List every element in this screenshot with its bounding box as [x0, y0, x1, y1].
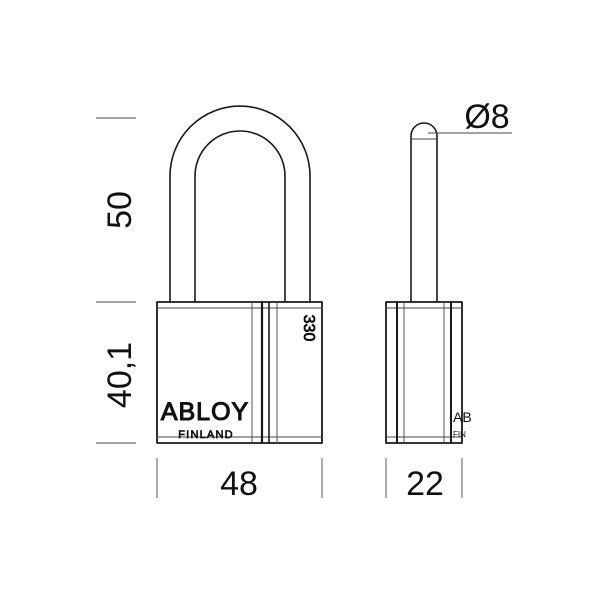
- dimension-body-height: 40,1: [101, 342, 139, 408]
- dimension-shackle-height: 50: [101, 191, 139, 229]
- dimension-body-width: 48: [220, 465, 258, 503]
- front-shackle-inner: [194, 130, 286, 303]
- side-origin-fragment: FIN: [453, 430, 466, 439]
- front-view: ABLOY FINLAND 330: [156, 105, 323, 445]
- brand-origin: FINLAND: [178, 429, 233, 441]
- dimension-body-depth: 22: [406, 465, 444, 503]
- side-shackle: [410, 122, 438, 303]
- dimension-shackle-diameter: Ø8: [464, 98, 509, 136]
- brand-logo: ABLOY: [161, 398, 249, 426]
- side-view: AB FIN: [385, 122, 472, 444]
- front-body: [156, 301, 323, 444]
- side-brand-fragment: AB: [453, 409, 472, 425]
- dimensions: 50 40,1 48 22 Ø8: [96, 98, 512, 503]
- front-shackle: [169, 105, 311, 303]
- model-number: 330: [300, 315, 317, 342]
- side-body: [385, 301, 463, 444]
